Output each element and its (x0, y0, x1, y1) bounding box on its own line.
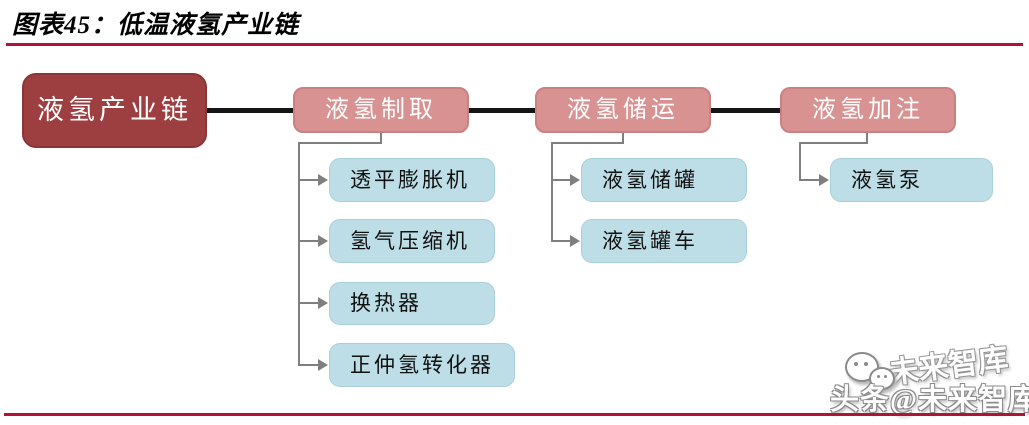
connector-branch2-spine (551, 142, 553, 242)
watermark-text: 头条@未来智库 (830, 384, 1029, 416)
connector-branch2-stub (622, 133, 624, 144)
figure-title: 图表45：低温液氢产业链 (12, 12, 300, 39)
connector-branch1-stub (380, 133, 382, 144)
connector-branch2-arm1 (551, 179, 572, 181)
arrowhead-icon (318, 359, 328, 371)
connector-branch3-arm1 (799, 179, 821, 181)
node-lh2-storage-tank: 液氢储罐 (581, 158, 747, 202)
node-branch-refueling: 液氢加注 (780, 87, 956, 133)
node-lh2-pump: 液氢泵 (830, 158, 993, 202)
connector-branch3-elbow (799, 142, 868, 144)
node-branch-production: 液氢制取 (293, 87, 469, 133)
connector-branch1-arm2 (298, 240, 319, 242)
connector-branch1-arm3 (298, 302, 319, 304)
arrowhead-icon (570, 174, 580, 186)
arrowhead-icon (318, 174, 328, 186)
bottom-rule (4, 413, 1025, 416)
node-root: 液氢产业链 (22, 73, 207, 148)
connector-branch2-arm2 (551, 240, 572, 242)
connector-branch1-spine (298, 142, 300, 366)
node-branch-storage: 液氢储运 (535, 87, 711, 133)
node-turbo-expander: 透平膨胀机 (329, 158, 495, 202)
node-lh2-tank-truck: 液氢罐车 (581, 219, 747, 263)
arrowhead-icon (318, 297, 328, 309)
arrowhead-icon (318, 235, 328, 247)
node-hydrogen-compressor: 氢气压缩机 (329, 219, 495, 263)
trunk-line-1 (207, 108, 293, 113)
trunk-line-2 (469, 108, 535, 113)
wechat-icon (845, 350, 899, 398)
arrowhead-icon (570, 235, 580, 247)
title-underline (6, 43, 1023, 46)
connector-branch3-spine (799, 142, 801, 181)
connector-branch1-arm4 (298, 364, 319, 366)
chat-bubble-icon (869, 367, 895, 390)
arrowhead-icon (819, 174, 829, 186)
connector-branch1-arm1 (298, 179, 319, 181)
connector-branch1-elbow (298, 142, 382, 144)
connector-branch3-stub (866, 133, 868, 144)
node-heat-exchanger: 换热器 (329, 282, 495, 325)
trunk-line-3 (711, 108, 780, 113)
connector-branch2-elbow (551, 142, 624, 144)
node-ortho-para-converter: 正仲氢转化器 (329, 343, 515, 387)
